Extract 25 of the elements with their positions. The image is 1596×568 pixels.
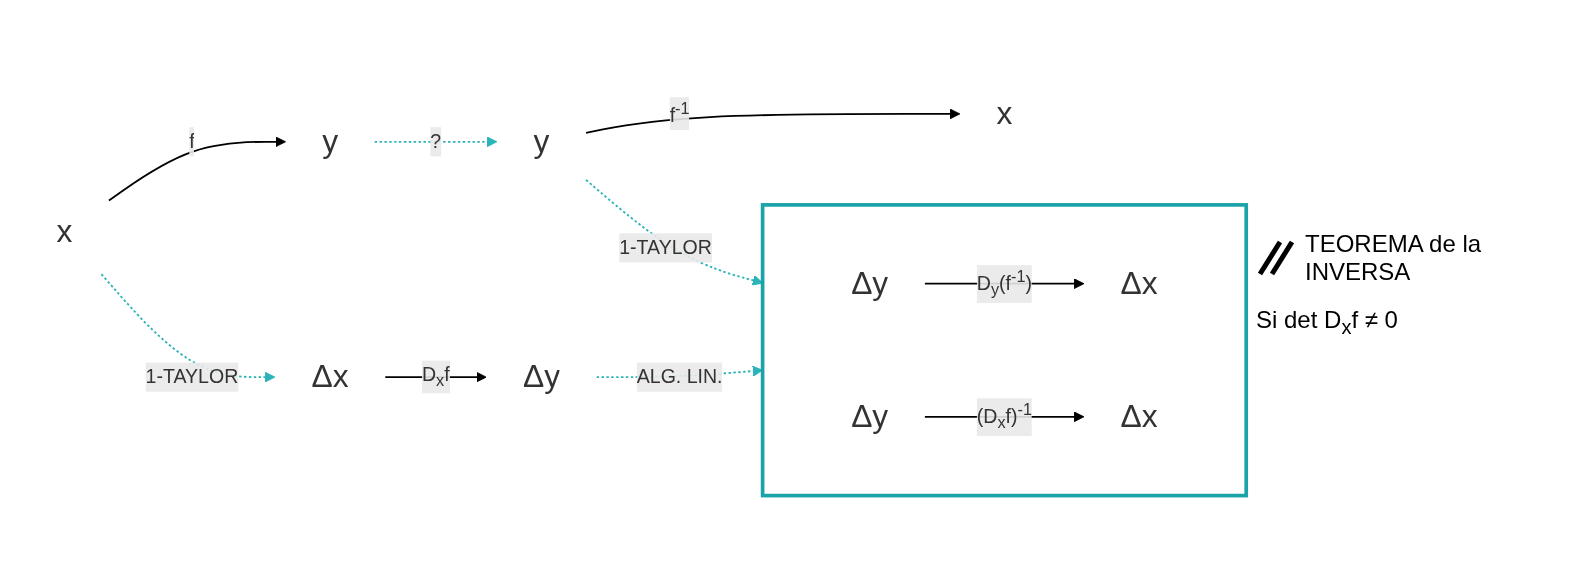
arrow <box>108 136 286 202</box>
node-text: y <box>533 123 550 160</box>
edge-label: 1-TAYLOR <box>145 366 239 388</box>
condition-note: Si det D$_{x}$f ≠ 0 <box>1256 305 1398 339</box>
node-text: Δy <box>851 265 889 302</box>
edge-label: D$_{y}$(f$^{-1}$) <box>976 267 1033 299</box>
edge-label: 1-TAYLOR <box>619 237 712 259</box>
cluster <box>760 203 1249 498</box>
theorem-label: TEOREMA de la INVERSA <box>1305 229 1483 286</box>
edge-label: ? <box>430 131 442 152</box>
edge-label: f <box>189 131 195 152</box>
node-text: Δx <box>1120 398 1158 435</box>
node-text: x <box>996 95 1013 132</box>
node-text: Δx <box>1120 265 1158 302</box>
edge-label: ALG. LIN. <box>636 366 723 388</box>
node-text: Δx <box>311 358 349 396</box>
edge-label: (D$_{x}$f)$^{-1}$ <box>976 400 1033 433</box>
node-text: x <box>56 213 73 251</box>
node-text: y <box>322 123 339 160</box>
node-text: Δy <box>851 398 889 435</box>
node-text: Δy <box>522 358 561 396</box>
arrow <box>585 108 961 135</box>
arrow <box>373 136 498 148</box>
edge-label: D$_{x}$f <box>421 364 450 391</box>
edge-label: f$^{-1}$ <box>669 99 690 127</box>
